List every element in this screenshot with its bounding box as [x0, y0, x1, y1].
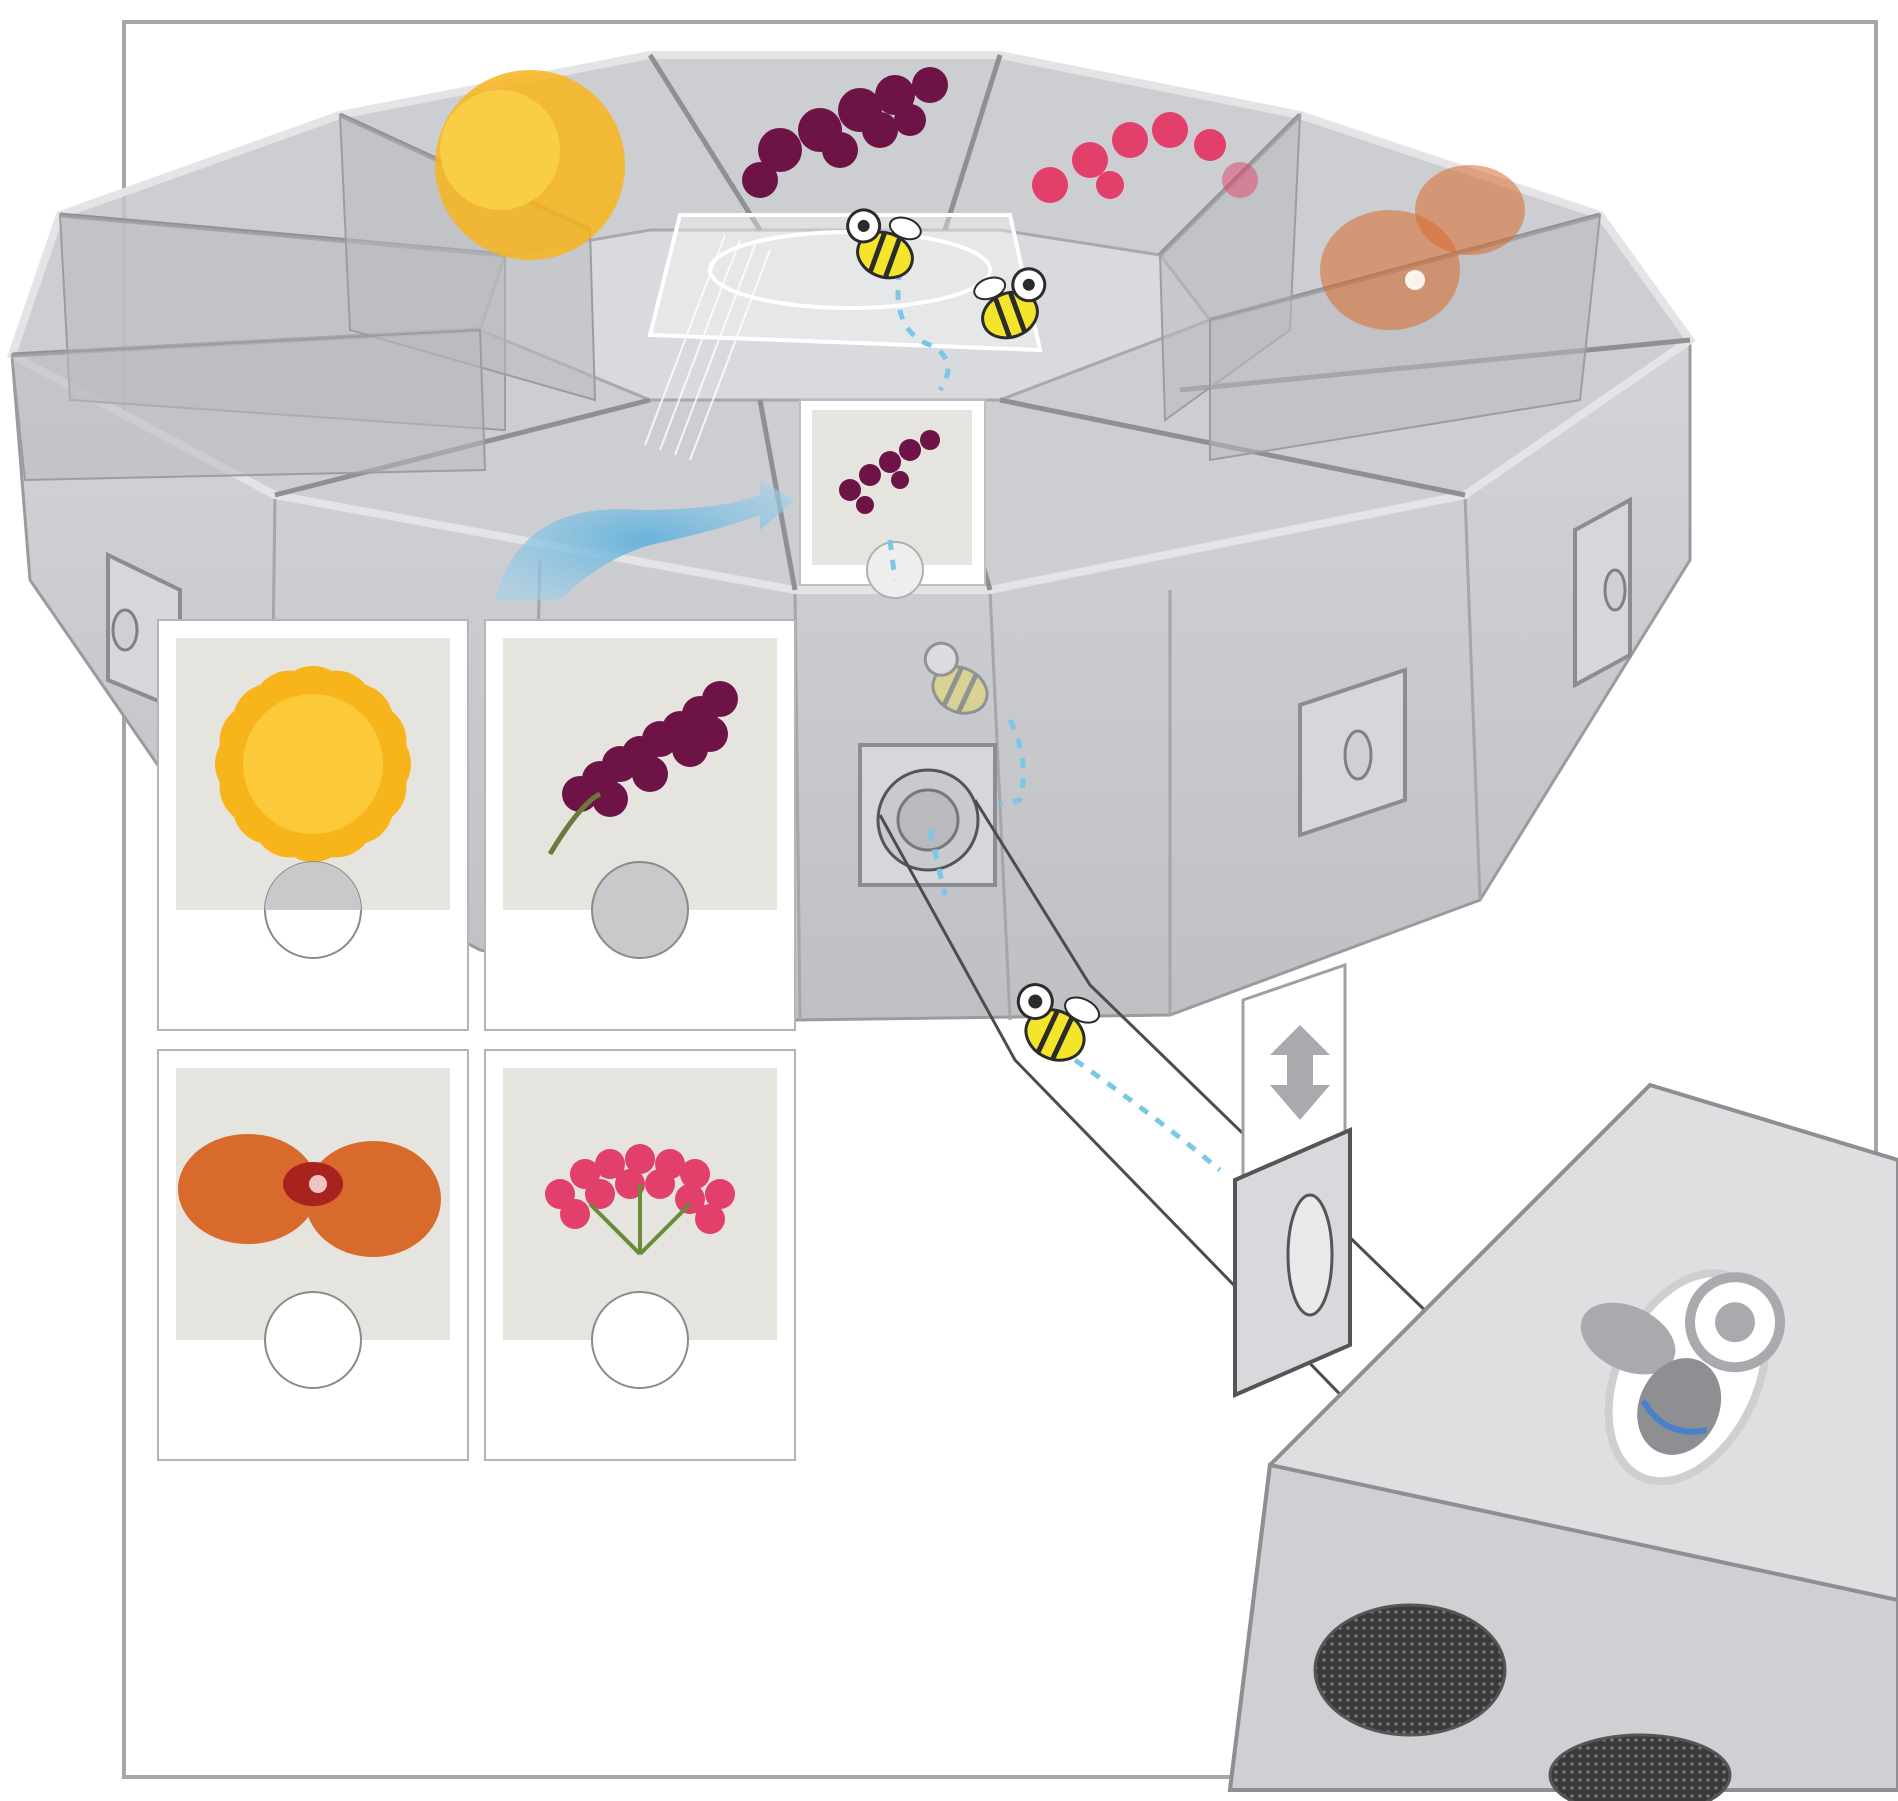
- purple-orchid-flower: [547, 681, 738, 856]
- yellow-marigold-flower: [215, 666, 411, 862]
- stimulus-card-purple-orchid: [484, 619, 796, 1031]
- arena-flower-pink: [1032, 112, 1258, 203]
- orange-orchid-flower: [178, 1134, 441, 1257]
- compartment-walls: [10, 112, 1602, 482]
- stimulus-card-grid: [157, 619, 796, 1461]
- outer-frame: [122, 20, 1878, 1779]
- reward-disk: [264, 1291, 362, 1389]
- stimulus-card-orange-orchid: [157, 1049, 469, 1461]
- bee-flight-path: [887, 269, 1222, 1172]
- hive-box: [1227, 1082, 1898, 1801]
- stimulus-card-pink-cluster: [484, 1049, 796, 1461]
- hive-vent-right: [1548, 1733, 1732, 1801]
- active-stimulus-card: [799, 399, 986, 599]
- arena-flower-marigold: [435, 70, 625, 260]
- reward-disk: [264, 861, 362, 959]
- reward-disk: [591, 861, 689, 959]
- arena-side-port-front-right: [1298, 667, 1407, 838]
- pink-cluster-flower: [545, 1144, 735, 1256]
- bee-logo-icon: [1580, 1269, 1786, 1486]
- double-arrow-icon: [1270, 1025, 1330, 1120]
- hive-vent-left: [1313, 1603, 1507, 1737]
- stimulus-card-yellow-marigold: [157, 619, 469, 1031]
- reward-disk: [591, 1291, 689, 1389]
- bee-icon: [923, 641, 989, 715]
- bee-icon: [846, 208, 922, 280]
- flight-arena: [7, 51, 1696, 1022]
- arena-flower-purple-orchid: [742, 67, 948, 198]
- bee-icon: [973, 267, 1047, 340]
- sliding-gate: [1233, 962, 1352, 1399]
- rotation-arrow: [495, 480, 795, 600]
- landing-platform: [647, 213, 1043, 353]
- light-beams: [644, 234, 771, 461]
- arena-side-port-right: [1573, 496, 1632, 689]
- bee-icon: [1016, 983, 1101, 1062]
- arena-flower-orange-orchid: [1320, 165, 1525, 330]
- arena-entrance-port: [858, 743, 997, 887]
